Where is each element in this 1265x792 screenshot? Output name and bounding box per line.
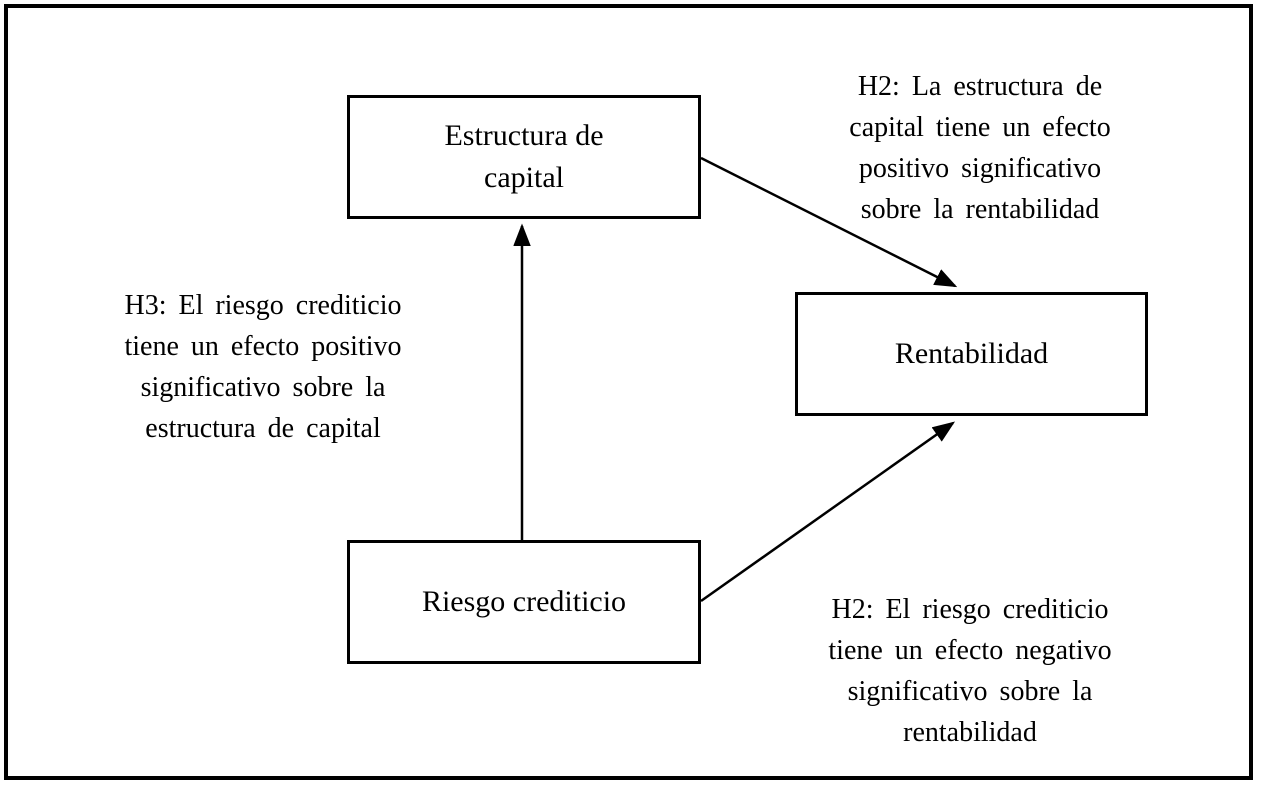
annotation-h2-estructura-rentabilidad: H2: La estructura de capital tiene un ef… [849,71,1111,225]
node-estructura-label: Estructura de capital [444,119,604,194]
node-rentabilidad: Rentabilidad [795,292,1148,416]
annotation-h2-riesgo-rentabilidad: H2: El riesgo crediticio tiene un efecto… [828,594,1112,748]
arrow-riesgo-to-rentabilidad [700,421,956,603]
node-estructura-de-capital: Estructura de capital [347,95,701,219]
annotation-h3-riesgo-estructura: H3: El riesgo crediticio tiene un efecto… [124,290,402,444]
arrow-estructura-to-rentabilidad [700,156,958,288]
node-riesgo-label: Riesgo crediticio [421,585,627,618]
node-rentabilidad-label: Rentabilidad [894,337,1049,370]
node-riesgo-crediticio: Riesgo crediticio [347,540,701,664]
outer-border [4,4,1253,780]
